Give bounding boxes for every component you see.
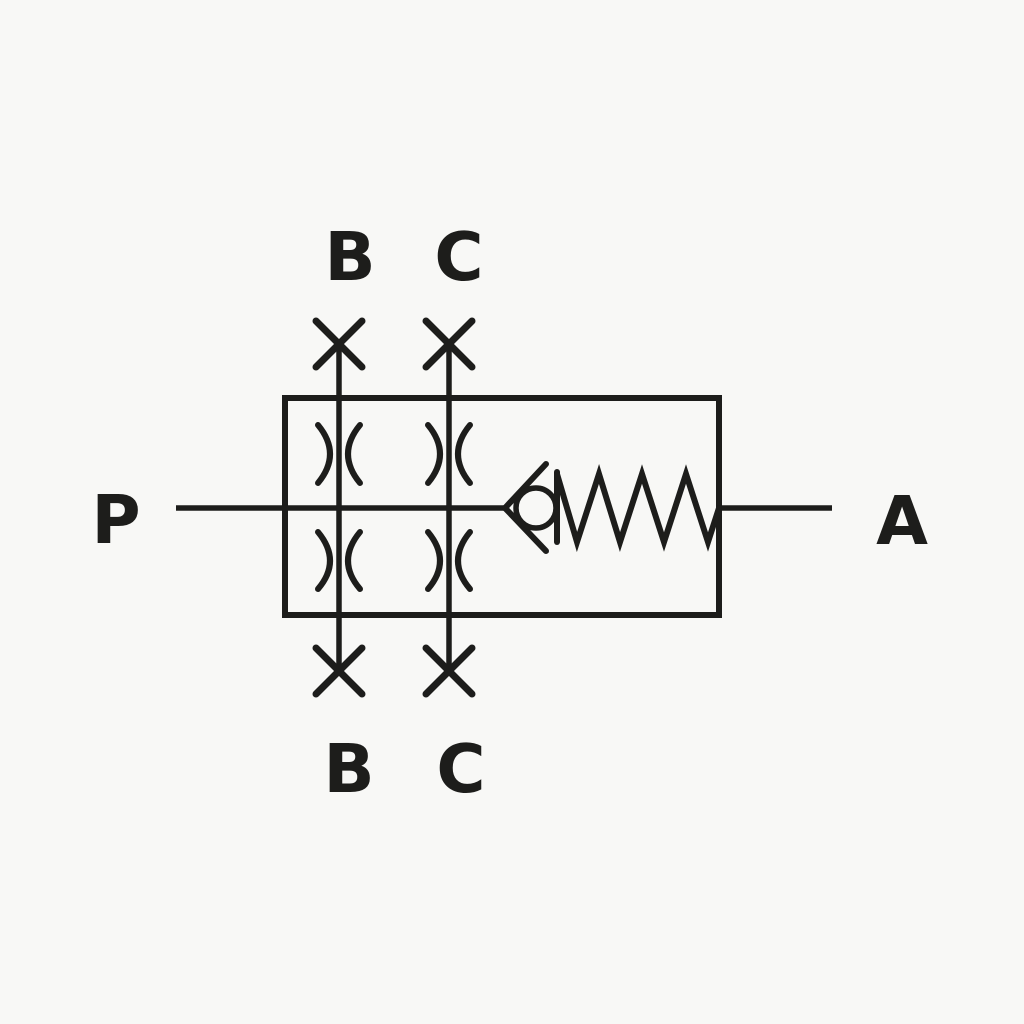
blocked-port-c-bottom-icon bbox=[422, 644, 476, 698]
orifice-b-upper-icon bbox=[315, 422, 363, 486]
port-label-p: P bbox=[91, 481, 140, 559]
port-label-b-top: B bbox=[324, 218, 375, 296]
orifice-c-lower-icon bbox=[425, 529, 473, 592]
check-valve-seat-icon bbox=[502, 461, 549, 554]
check-valve-spring-icon bbox=[554, 464, 722, 553]
orifice-c-upper-icon bbox=[425, 422, 473, 486]
port-label-c-bottom: C bbox=[436, 730, 485, 808]
blocked-port-c-top-icon bbox=[422, 317, 476, 371]
check-valve-ball-icon bbox=[513, 485, 559, 531]
orifice-b-lower-icon bbox=[315, 529, 363, 592]
blocked-port-b-top-icon bbox=[312, 317, 366, 371]
port-label-b-bottom: B bbox=[323, 730, 374, 808]
port-label-a: A bbox=[876, 482, 928, 560]
port-label-c-top: C bbox=[434, 218, 483, 296]
blocked-port-b-bottom-icon bbox=[312, 644, 366, 698]
